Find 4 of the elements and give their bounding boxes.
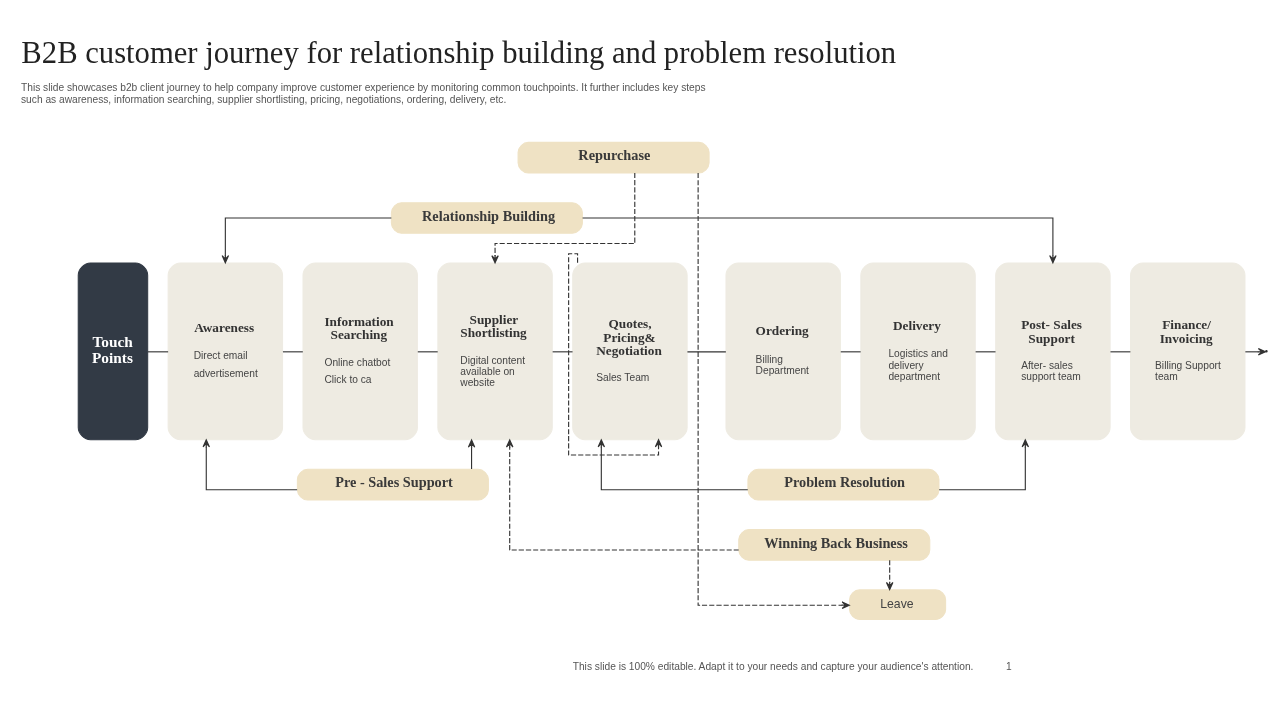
label: This slide is 100% editable. Adapt it to your needs and capture your audience's attention. <box>572 661 974 673</box>
diagram-title: B2B customer journey for relationship building and problem resolution <box>21 35 897 70</box>
label: 1 <box>1005 661 1012 673</box>
label: This slide showcases b2b client journey to help company improve customer experience by monitoring common touchpoints. It further includes key steps such as awareness, information searching, supplier shortlisting, pricing, negotiations, ordering, delivery, etc. <box>21 82 706 105</box>
